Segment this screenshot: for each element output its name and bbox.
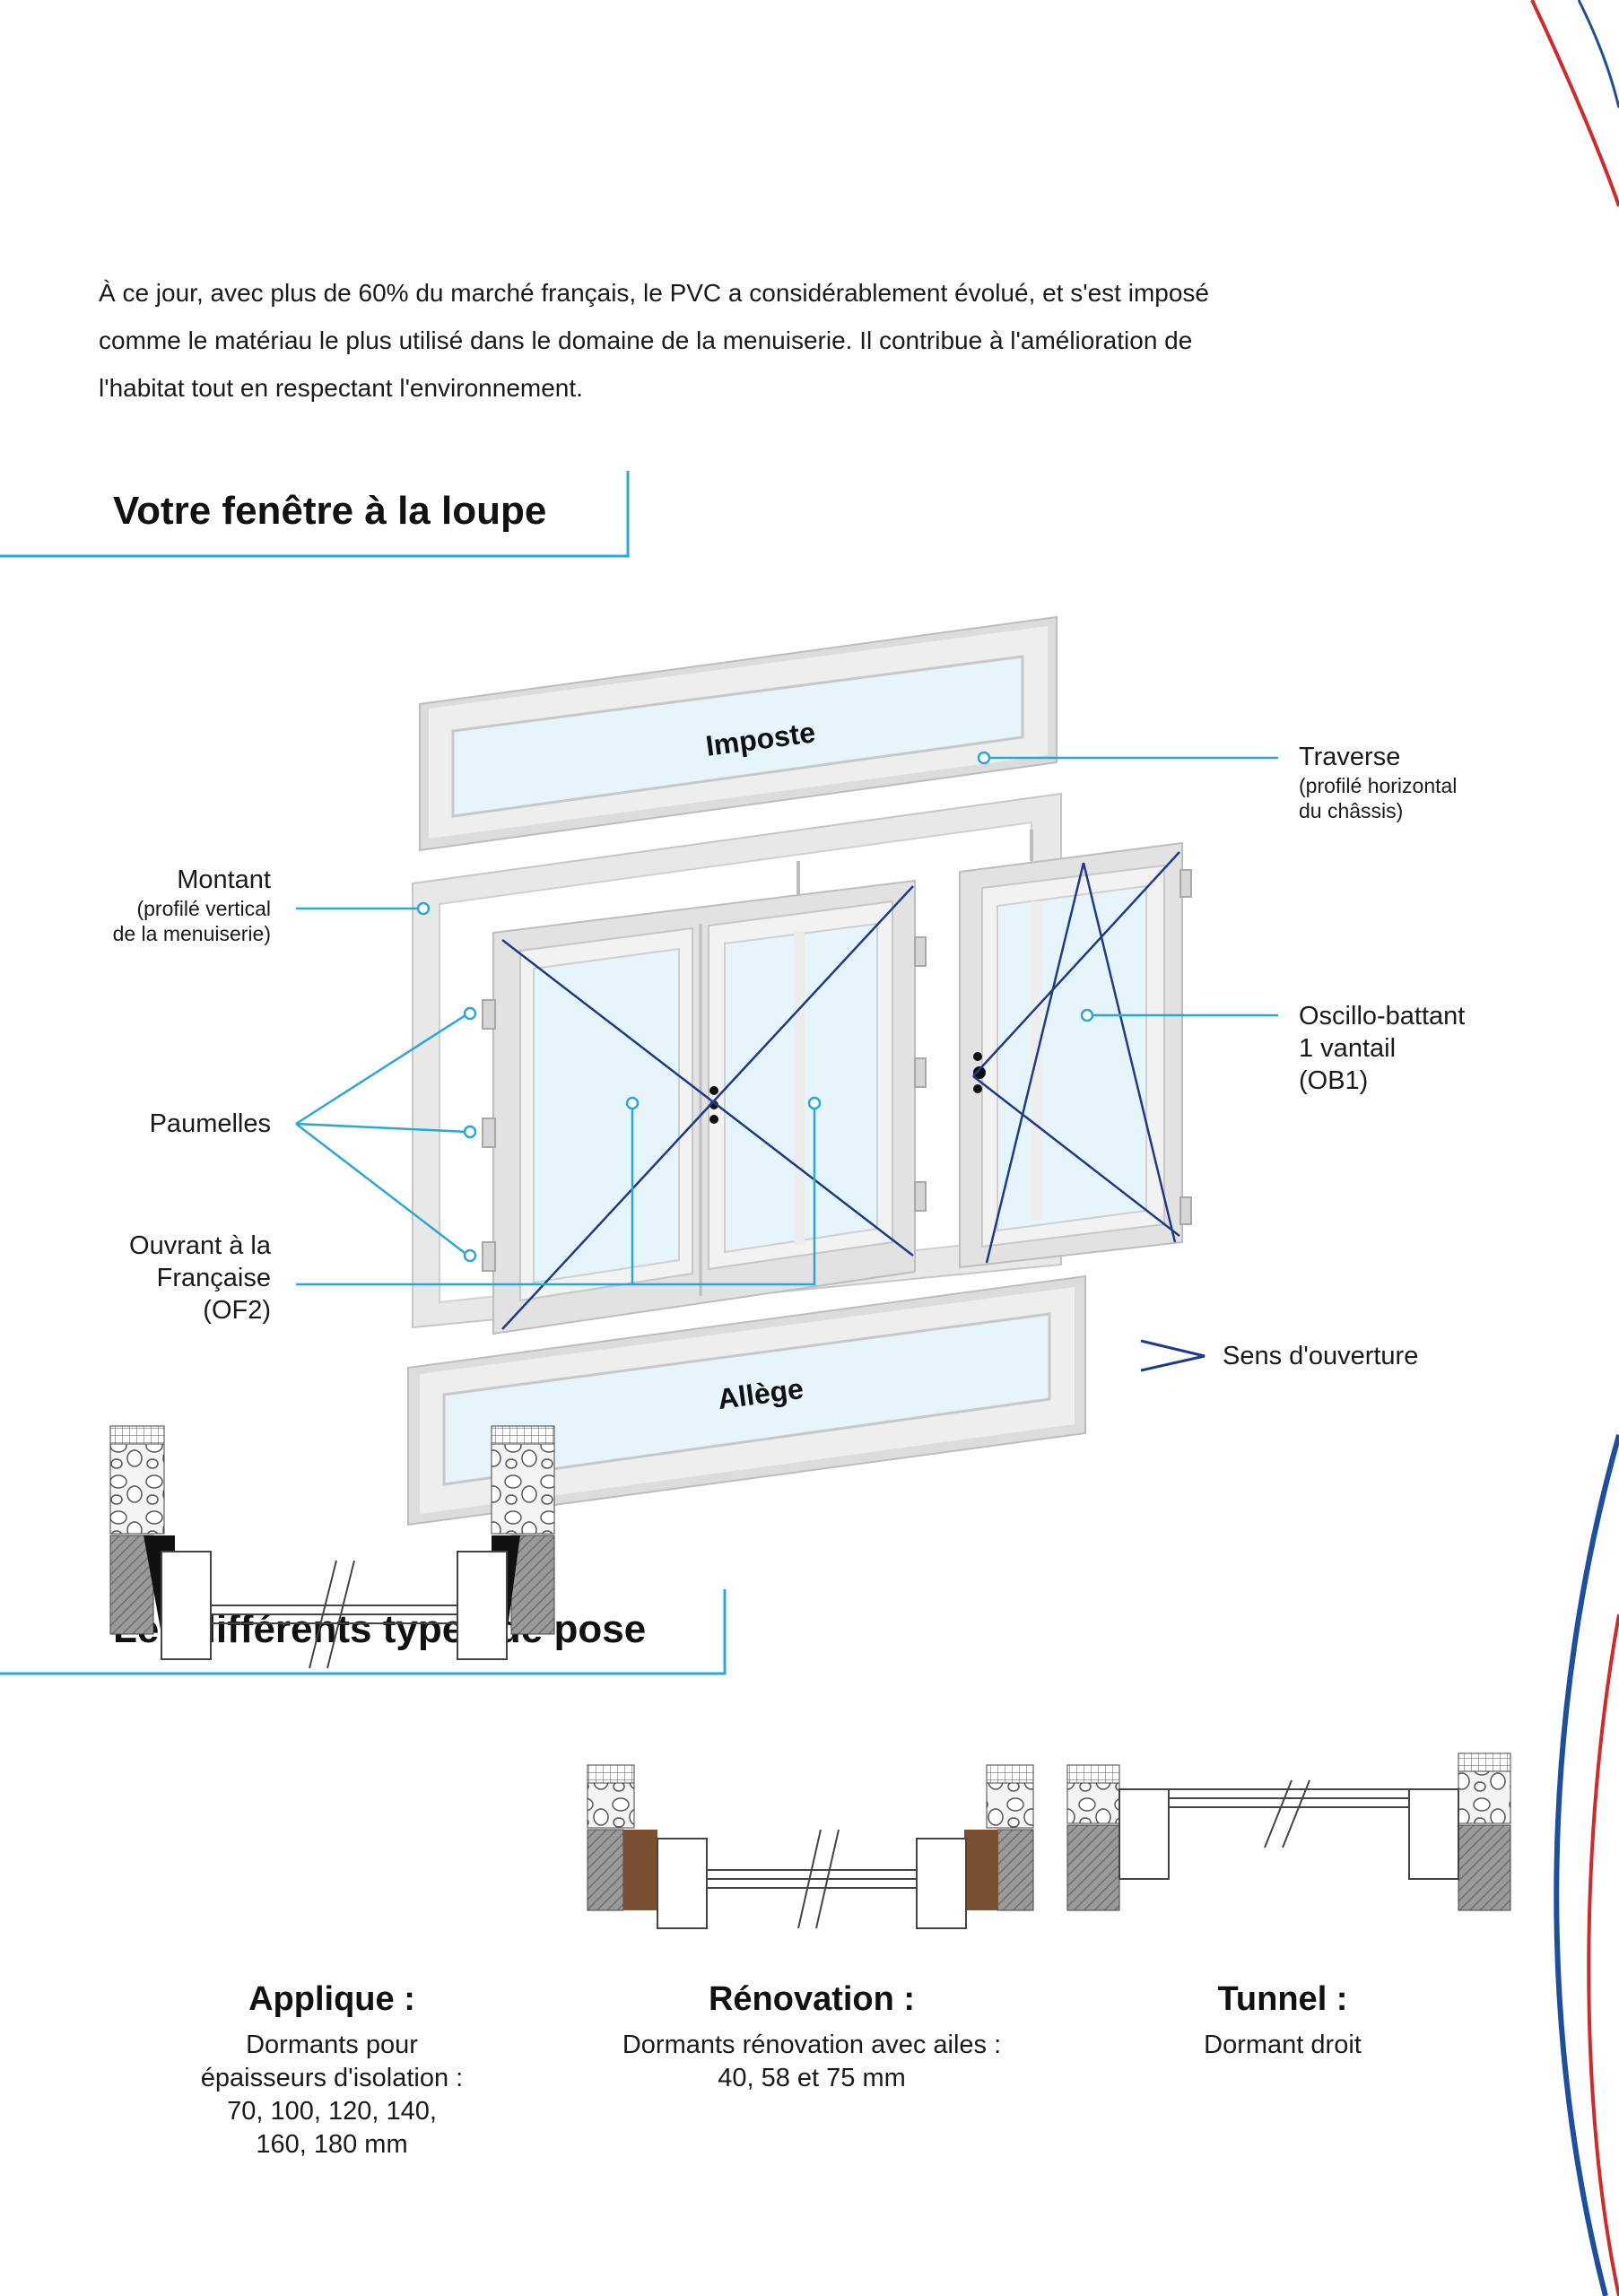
intro-line-2: comme le matériau le plus utilisé dans l…: [99, 326, 1193, 354]
montant-label: Montant (profilé vertical de la menuiser…: [112, 865, 271, 945]
pose-applique-title: Applique :: [248, 1980, 415, 2018]
ouvrant-label: Ouvrant à la Française (OF2): [129, 1231, 271, 1325]
imposte-panel: [419, 615, 1058, 852]
oscillo-label: Oscillo-battant 1 vantail (OB1): [1299, 1002, 1466, 1095]
pose-tunnel-title: Tunnel :: [1217, 1980, 1348, 2018]
traverse-label: Traverse (profilé horizontal du châssis): [1299, 743, 1458, 822]
section-title-loupe: Votre fenêtre à la loupe: [113, 489, 547, 533]
intro-paragraph: À ce jour, avec plus de 60% du marché fr…: [99, 269, 1354, 412]
pose-tunnel-drawing: [1066, 1752, 1511, 1911]
intro-line-3: l'habitat tout en respectant l'environne…: [99, 374, 583, 402]
ob1-sash: [959, 841, 1183, 1269]
pose-renovation-title: Rénovation :: [708, 1980, 916, 2018]
pose-applique-drawing: [109, 1425, 555, 1669]
pose-tunnel-desc: Dormant droit: [1204, 2031, 1362, 2059]
pose-renovation-drawing: [587, 1764, 1034, 1929]
paumelles-label: Paumelles: [149, 1109, 271, 1138]
allege-panel: [407, 1274, 1086, 1526]
callout-dots: [416, 751, 1094, 1263]
hinges: [482, 869, 1192, 1272]
of2-sash: [492, 879, 916, 1335]
sens-ouverture-label: Sens d'ouverture: [1223, 1342, 1419, 1370]
pose-applique-desc: Dormants pour épaisseurs d'isolation : 7…: [200, 2031, 464, 2159]
intro-line-1: À ce jour, avec plus de 60% du marché fr…: [99, 279, 1210, 307]
callout-lines: [295, 756, 1278, 1286]
sens-ouverture-icon: [1140, 1339, 1206, 1372]
pose-renovation-desc: Dormants rénovation avec ailes : 40, 58 …: [622, 2031, 1002, 2092]
